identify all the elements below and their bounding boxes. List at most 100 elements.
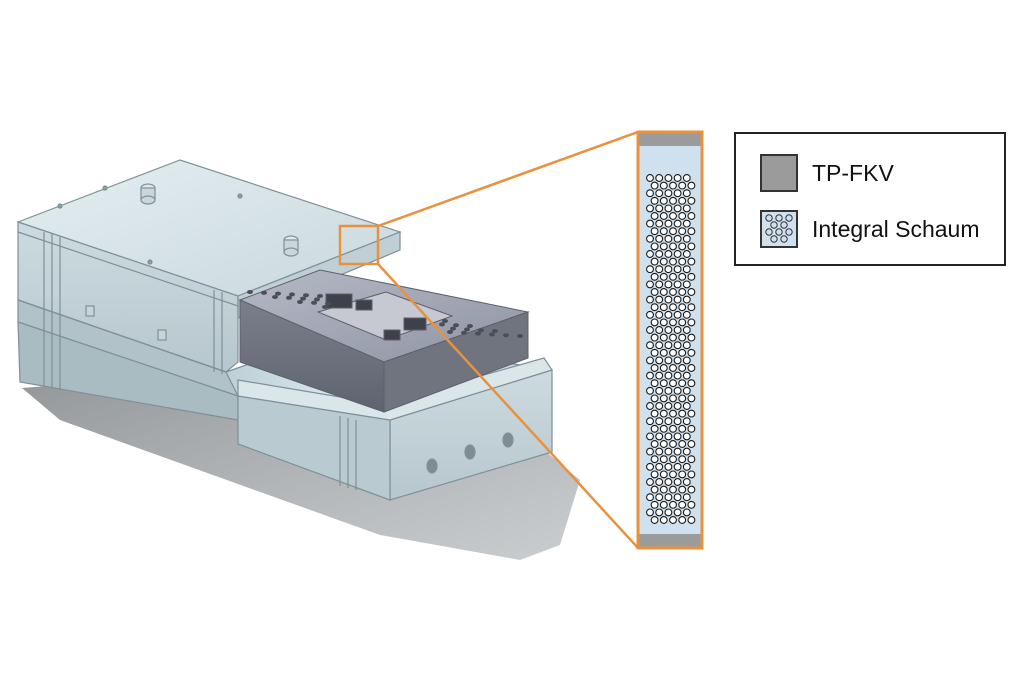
foam-cell <box>682 295 691 304</box>
foam-cell <box>646 493 654 502</box>
foam-cell <box>669 470 677 479</box>
foam-cell <box>669 379 677 388</box>
foam-cell <box>655 432 664 441</box>
foam-cell <box>673 493 682 502</box>
foam-cell <box>659 227 668 236</box>
cell-module <box>238 269 530 413</box>
foam-cell <box>669 242 677 251</box>
foam-cell <box>646 234 654 243</box>
foam-cell <box>664 356 673 365</box>
section-frame <box>636 130 704 550</box>
foam-cell <box>664 386 673 395</box>
foam-cell <box>687 227 696 236</box>
foam-cell <box>678 333 687 342</box>
foam-cell <box>682 234 691 243</box>
foam-cell <box>664 204 673 213</box>
foam-cell <box>646 478 654 486</box>
foam-cell <box>650 409 659 418</box>
legend-item-tp-fkv: TP-FKV <box>760 154 894 192</box>
foam-cell <box>646 402 654 410</box>
foam-cell <box>678 455 687 464</box>
foam-cell <box>678 470 687 479</box>
foam-cell <box>678 288 687 296</box>
detail-callout <box>338 130 639 549</box>
legend-label: Integral Schaum <box>812 215 980 242</box>
foam-cell <box>682 417 691 426</box>
foam-cell <box>664 265 673 274</box>
foam-cell <box>659 440 668 448</box>
foam-cell <box>687 303 696 312</box>
pcb-chip <box>383 329 401 341</box>
foam-cell <box>646 462 654 471</box>
foam-cell <box>682 386 691 395</box>
foam-cell <box>664 508 673 517</box>
foam-cell <box>659 409 668 418</box>
legend-swatch-laminate <box>760 154 798 192</box>
foam-cell <box>682 508 691 517</box>
housing-lid-section <box>16 159 402 421</box>
foam-cell <box>673 447 682 456</box>
mounting-hole <box>237 193 243 199</box>
foam-cell <box>650 485 659 494</box>
foam-cell <box>650 227 659 236</box>
foam-cell <box>682 432 691 441</box>
foam-cell <box>650 333 659 342</box>
foam-cell <box>678 364 687 372</box>
foam-cell <box>646 447 654 456</box>
section-top-laminate <box>638 132 702 146</box>
foam-cell <box>673 219 682 228</box>
foam-cell <box>687 409 696 418</box>
foam-cell <box>655 189 664 198</box>
foam-cell <box>678 485 687 494</box>
foam-cell <box>646 219 654 228</box>
foam-cell <box>678 181 687 190</box>
foam-cell <box>669 364 677 372</box>
foam-cell <box>678 440 687 448</box>
foam-cell <box>669 440 677 448</box>
foam-cell <box>650 379 659 388</box>
foam-cell <box>659 470 668 479</box>
foam-cell <box>687 318 696 327</box>
foam-cell <box>659 257 668 266</box>
pcb-contact <box>289 292 295 297</box>
tray-wall-hole <box>464 444 476 460</box>
foam-cell <box>682 341 691 350</box>
foam-cell <box>659 318 668 327</box>
foam-cell <box>650 196 659 205</box>
foam-cell <box>655 174 664 182</box>
foam-cell <box>650 455 659 464</box>
foam-cell <box>687 333 696 342</box>
foam-cell <box>664 417 673 426</box>
clip-bracket <box>157 329 167 341</box>
tray-wall-hole <box>502 432 514 448</box>
pcb-contact <box>464 327 470 332</box>
foam-cell <box>650 212 659 220</box>
foam-cell <box>687 379 696 388</box>
foam-cell <box>682 447 691 456</box>
foam-cell <box>678 348 687 357</box>
foam-cell <box>655 447 664 456</box>
foam-cell <box>673 265 682 274</box>
pcb-contact <box>447 330 453 334</box>
callout-line-top <box>377 130 639 228</box>
foam-cell <box>673 402 682 410</box>
pcb-contact <box>478 328 484 333</box>
foam-cell <box>682 189 691 198</box>
foam-cell <box>678 409 687 418</box>
foam-cell <box>673 508 682 517</box>
foam-cell <box>659 288 668 296</box>
foam-cell <box>678 227 687 236</box>
foam-cell <box>646 386 654 395</box>
foam-cell <box>678 500 687 509</box>
foam-cell <box>678 212 687 220</box>
pcb-contact <box>297 300 303 304</box>
foam-cell <box>678 394 687 403</box>
foam-cell <box>655 371 664 380</box>
mounting-hole <box>102 185 108 191</box>
foam-cell <box>655 250 664 258</box>
foam-cell <box>682 250 691 258</box>
foam-cell <box>673 326 682 334</box>
legend-item-integral-foam: Integral Schaum <box>760 210 979 248</box>
foam-cell <box>664 432 673 441</box>
pcb-contact <box>247 290 253 294</box>
